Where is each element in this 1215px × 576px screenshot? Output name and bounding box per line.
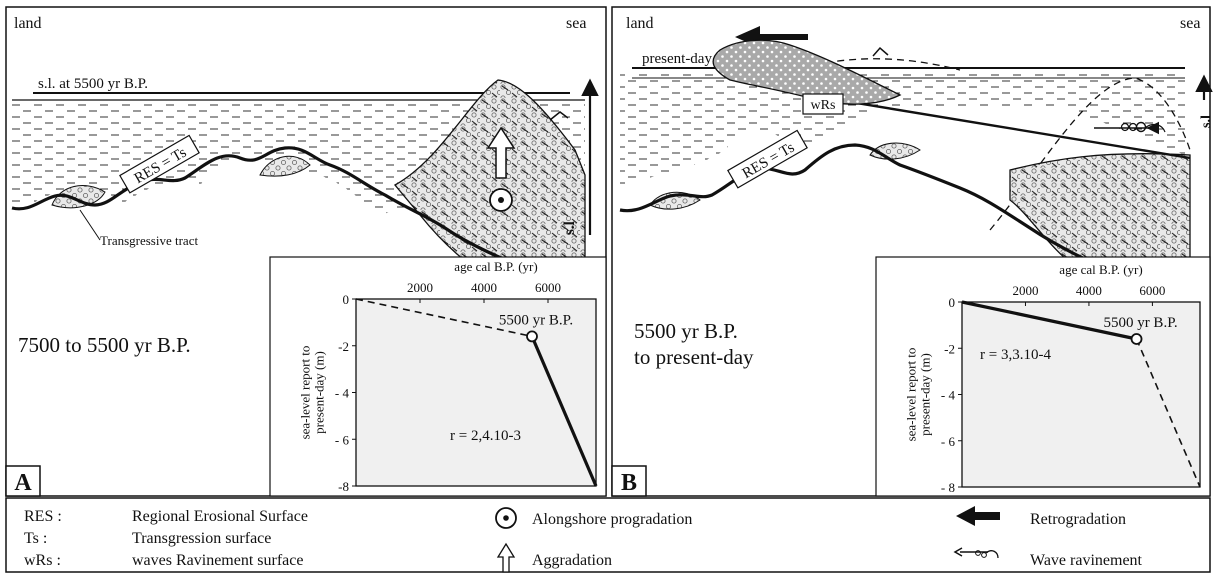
legend-res-key: RES : xyxy=(24,508,62,525)
graph-a-y-axis-label-line2: present-day (m) xyxy=(312,351,327,434)
panel-b-sea-level-label: present-day s.l. xyxy=(642,51,733,67)
panel-a-sl-axis-label: s.l xyxy=(562,221,578,235)
panel-b-sea-label: sea xyxy=(1180,15,1200,32)
legend: RES : Regional Erosional Surface Ts : Tr… xyxy=(5,497,1211,573)
legend-wave-ravinement-icon xyxy=(953,547,999,559)
panel-b-breaker xyxy=(872,46,889,57)
graph-a-x-tick-label: 6000 xyxy=(535,280,561,295)
legend-retrogradation-icon xyxy=(956,506,1000,526)
panel-b-letter: B xyxy=(621,470,637,496)
panel-a-lens-2 xyxy=(259,155,311,177)
panel-b-water xyxy=(620,70,1185,185)
graph-a-y-axis-label: sea-level report topresent-day (m) xyxy=(297,346,326,440)
legend-alongshore-icon-dot xyxy=(503,515,509,521)
graph-b-point-label: 5500 yr B.P. xyxy=(1103,315,1177,331)
graph-b-rate-label: r = 3,3.10-4 xyxy=(980,347,1051,363)
legend-frame xyxy=(5,497,1211,573)
graph-b-y-tick-label: -2 xyxy=(944,341,955,356)
graph-b-y-axis-label: sea-level report topresent-day (m) xyxy=(903,348,932,442)
graph-b: age cal B.P. (yr) 2000 4000 6000 0 -2 - 4 - 6 - … xyxy=(903,262,1201,495)
panel-a-lens-1 xyxy=(51,185,106,209)
legend-wrs-key: wRs : xyxy=(24,552,61,569)
legend-aggradation-label: Aggradation xyxy=(532,552,612,569)
panel-a-alongshore-dot xyxy=(498,197,504,203)
graph-a-y-tick-label: - 4 xyxy=(335,386,350,401)
panel-b-ravinement-line xyxy=(807,93,1191,160)
panel-b-period-line2: to present-day xyxy=(634,345,754,369)
panel-b-wrs-box xyxy=(802,93,844,115)
legend-wave-ravinement-label: Wave ravinement xyxy=(1030,552,1143,569)
graph-a-y-tick-label: -8 xyxy=(338,479,349,494)
panel-b-wave-ravinement-symbol xyxy=(1094,121,1166,135)
panel-a-tract-leader xyxy=(79,209,101,241)
graph-a-y-tick-label: -2 xyxy=(338,339,349,354)
graph-b-y-axis-label-line1: sea-level report to xyxy=(903,348,918,442)
graph-b-y-tick-label: - 8 xyxy=(941,480,955,495)
panel-b-letter-box xyxy=(611,465,647,497)
graph-b-series-dashed xyxy=(1135,338,1201,488)
graph-a-y-axis-label-line1: sea-level report to xyxy=(297,346,312,440)
legend-alongshore-label: Alongshore progradation xyxy=(532,511,692,528)
graph-b-y-axis-label-line2: present-day (m) xyxy=(918,353,933,436)
panel-a-letter: A xyxy=(14,470,32,496)
panel-b-period-line1: 5500 yr B.P. xyxy=(634,319,738,343)
graph-a-y-tick-label: - 6 xyxy=(335,432,350,447)
legend-retrogradation-label: Retrogradation xyxy=(1030,511,1126,528)
graph-a-x-tick-label: 2000 xyxy=(407,280,433,295)
panel-a-tract-label: Transgressive tract xyxy=(100,233,198,248)
graph-a-point-label: 5500 yr B.P. xyxy=(499,312,573,328)
panel-a-sea-label: sea xyxy=(566,15,586,32)
graph-a: age cal B.P. (yr) 2000 4000 6000 0 -2 - 4 - 6 -8… xyxy=(297,259,598,494)
panel-b: land sea present-day s.l. xyxy=(611,6,1214,497)
graph-a-rate-label: r = 2,4.10-3 xyxy=(450,428,521,444)
legend-ts-key: Ts : xyxy=(24,530,47,547)
panel-a: land sea s.l. at 5500 yr B.P. s.l RES = … xyxy=(5,6,607,497)
panel-a-aggradation-arrow xyxy=(486,126,516,179)
graph-a-series-solid xyxy=(530,335,598,487)
legend-ts-desc: Transgression surface xyxy=(132,530,271,547)
graph-b-y-tick-label: - 6 xyxy=(941,434,956,449)
panel-a-letter-box xyxy=(5,465,41,497)
graph-a-series-dashed xyxy=(355,298,533,338)
graph-b-point-marker xyxy=(1130,333,1143,345)
graph-b-x-tick-label: 2000 xyxy=(1012,283,1038,298)
graph-b-series-solid xyxy=(961,300,1137,341)
panel-a-erosional-surface xyxy=(11,146,586,302)
panel-a-breaker xyxy=(549,111,569,121)
legend-aggradation-icon xyxy=(496,542,516,573)
panel-b-wrs-label: wRs xyxy=(811,98,836,113)
graph-b-y-tick-label: 0 xyxy=(949,295,956,310)
panel-b-sl-axis-label: s.l xyxy=(1199,115,1214,128)
panel-a-sea-level-label: s.l. at 5500 yr B.P. xyxy=(38,76,148,92)
legend-wrs-desc: waves Ravinement surface xyxy=(132,552,303,569)
legend-res-desc: Regional Erosional Surface xyxy=(132,508,308,525)
panel-b-land-label: land xyxy=(626,15,654,32)
graph-a-x-tick-label: 4000 xyxy=(471,280,497,295)
panel-b-old-sl-dashed xyxy=(789,58,961,71)
graph-b-x-axis-label: age cal B.P. (yr) xyxy=(1059,262,1142,277)
panel-b-erosional-surface xyxy=(619,143,1191,307)
graph-a-point-marker xyxy=(526,330,538,343)
graph-a-y-tick-label: 0 xyxy=(343,292,350,307)
graph-b-x-tick-label: 4000 xyxy=(1076,283,1102,298)
panel-b-new-wedge xyxy=(712,39,902,105)
graph-b-x-tick-label: 6000 xyxy=(1139,283,1165,298)
graph-b-y-tick-label: - 4 xyxy=(941,388,956,403)
panel-a-period: 7500 to 5500 yr B.P. xyxy=(18,333,191,357)
graph-a-x-axis-label: age cal B.P. (yr) xyxy=(454,259,537,274)
panel-a-land-label: land xyxy=(14,15,42,32)
